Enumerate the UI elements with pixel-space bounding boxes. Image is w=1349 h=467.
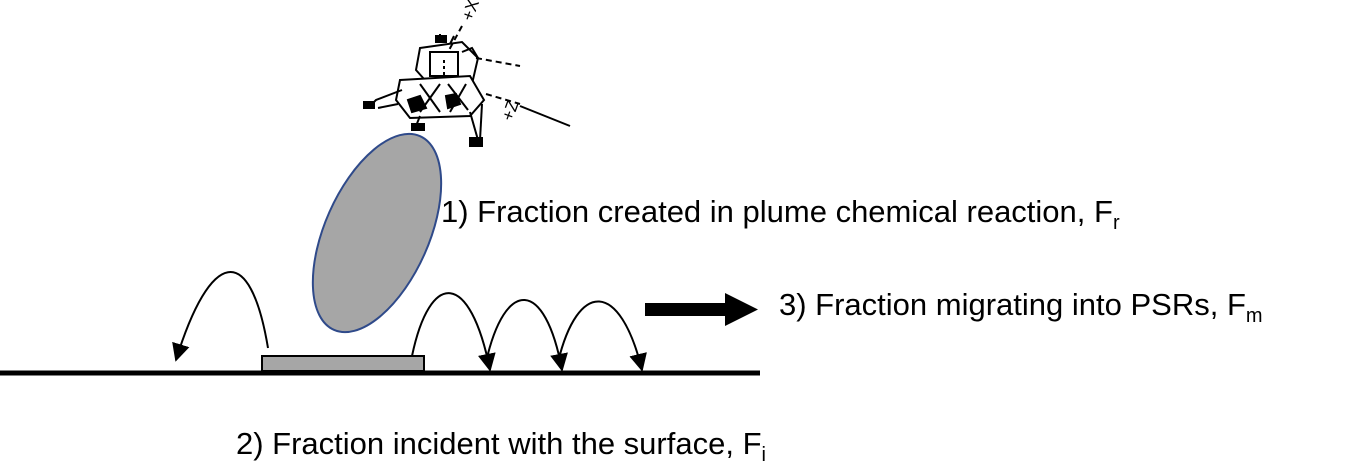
landing-pad xyxy=(261,355,425,372)
label-reaction-subscript: r xyxy=(1112,212,1120,234)
label-incident-fraction: 2) Fraction incident with the surface, F… xyxy=(236,428,766,465)
hop-arrow-1 xyxy=(411,292,496,372)
lunar-lander-icon xyxy=(363,25,571,147)
x-axis-label: +X xyxy=(458,0,483,23)
label-reaction-text: 1) Fraction created in plume chemical re… xyxy=(441,194,1113,229)
label-incident-text: 2) Fraction incident with the surface, F xyxy=(236,426,762,461)
label-incident-subscript: i xyxy=(761,444,766,466)
label-migrating-text: 3) Fraction migrating into PSRs, F xyxy=(779,287,1246,322)
z-axis-label: +Z xyxy=(498,98,523,124)
label-reaction-fraction: 1) Fraction created in plume chemical re… xyxy=(441,196,1120,233)
plume-ellipse xyxy=(311,132,443,334)
migration-arrow xyxy=(645,293,758,326)
hop-arrow-left xyxy=(172,271,269,362)
label-migrating-subscript: m xyxy=(1245,305,1263,327)
label-migrating-fraction: 3) Fraction migrating into PSRs, Fm xyxy=(779,289,1263,326)
hop-arrow-3 xyxy=(557,300,647,372)
hop-arrow-2 xyxy=(485,299,568,372)
